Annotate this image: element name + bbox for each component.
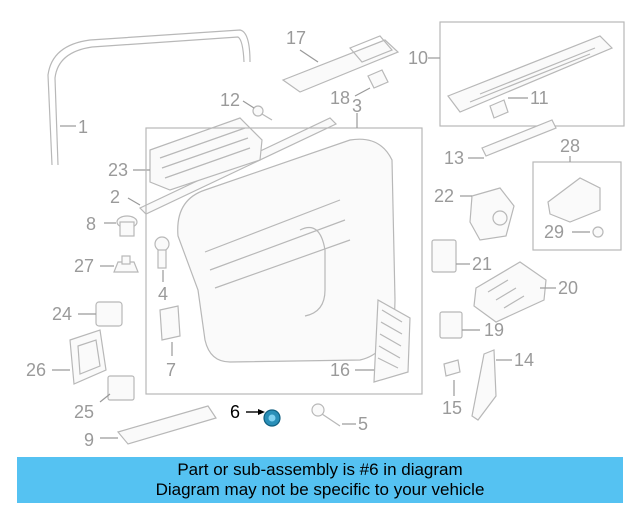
part-6-fastener — [246, 409, 281, 427]
banner-line-1: Part or sub-assembly is #6 in diagram — [177, 460, 463, 479]
callout-25: 25 — [74, 402, 94, 422]
callout-3: 3 — [352, 96, 362, 116]
callout-14: 14 — [514, 350, 534, 370]
callout-19: 19 — [484, 320, 504, 340]
callout-26: 26 — [26, 360, 46, 380]
part-14-trim-strip — [471, 349, 512, 421]
part-13-molding — [468, 119, 557, 159]
part-3-door-trim-panel — [145, 113, 423, 395]
callout-13: 13 — [444, 148, 464, 168]
callout-7: 7 — [166, 360, 176, 380]
part-24-switch — [78, 301, 123, 327]
part-11-clip — [489, 97, 528, 119]
part-18-clip — [354, 69, 389, 97]
callout-16: 16 — [330, 360, 350, 380]
callout-17: 17 — [286, 28, 306, 48]
callout-12: 12 — [220, 90, 240, 110]
callout-8: 8 — [86, 214, 96, 234]
part-7-bracket — [159, 305, 181, 356]
callout-9: 9 — [84, 430, 94, 450]
part-4-retainer — [154, 236, 170, 282]
callout-10: 10 — [408, 48, 428, 68]
callout-15: 15 — [442, 398, 462, 418]
callout-6: 6 — [230, 402, 240, 422]
callout-2: 2 — [110, 187, 120, 207]
part-29-screw — [572, 226, 604, 238]
part-1-window-channel — [47, 29, 251, 166]
part-8-plug — [104, 215, 138, 237]
part-9-sill-plate — [100, 405, 217, 445]
callout-4: 4 — [158, 284, 168, 304]
part-26-handle-bezel — [52, 329, 107, 385]
part-27-clip — [100, 255, 139, 273]
info-banner: Part or sub-assembly is #6 in diagram Di… — [17, 457, 623, 503]
part-28-switch-housing — [532, 156, 622, 251]
part-20-window-switch-module — [473, 261, 556, 323]
part-17-trim-panel — [281, 35, 400, 93]
part-10-handle-assembly — [428, 21, 625, 127]
callout-28: 28 — [560, 136, 580, 156]
callout-1: 1 — [78, 117, 88, 137]
callout-22: 22 — [434, 186, 454, 206]
callout-21: 21 — [472, 254, 492, 274]
part-12-screw — [242, 100, 273, 121]
callout-23: 23 — [108, 160, 128, 180]
part-21-switch — [431, 239, 470, 273]
part-22-mirror-switch — [460, 187, 515, 241]
part-15-clip — [443, 359, 461, 396]
callout-5: 5 — [358, 414, 368, 434]
callout-18: 18 — [330, 88, 350, 108]
part-19-switch — [439, 311, 480, 339]
part-23-switch-panel — [133, 117, 263, 191]
callout-20: 20 — [558, 278, 578, 298]
callout-29: 29 — [544, 222, 564, 242]
callout-24: 24 — [52, 304, 72, 324]
part-25-switch — [99, 375, 135, 403]
callout-27: 27 — [74, 256, 94, 276]
callout-11: 11 — [530, 88, 549, 108]
part-5-bolt — [311, 403, 356, 427]
banner-line-2: Diagram may not be specific to your vehi… — [155, 480, 485, 499]
